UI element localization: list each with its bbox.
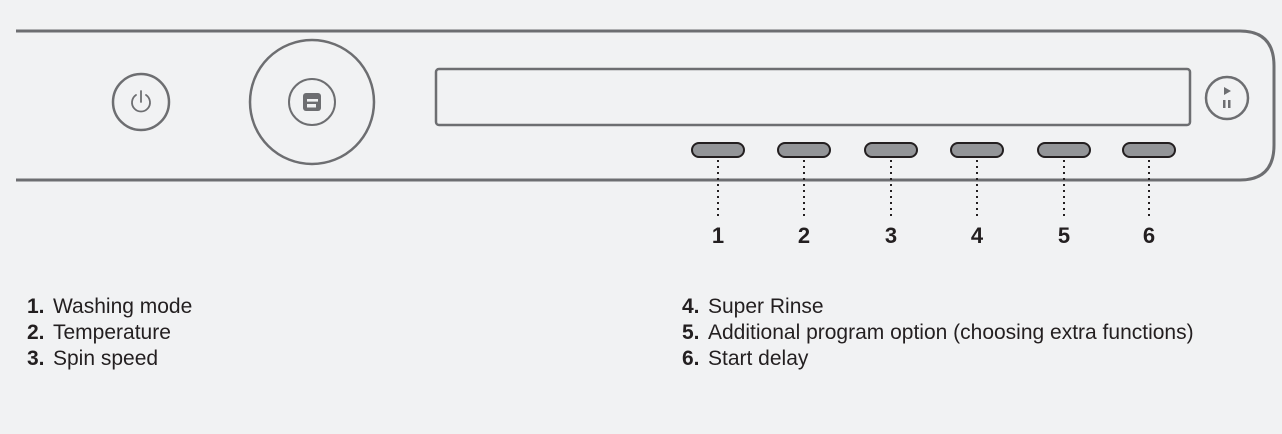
legend-text: Spin speed: [53, 347, 159, 370]
option-number-2: 2: [798, 223, 810, 248]
legend-item: 2. Temperature: [27, 320, 587, 346]
option-number-1: 1: [712, 223, 724, 248]
program-dial[interactable]: [248, 38, 376, 166]
legend-item: 6. Start delay: [682, 346, 1242, 372]
legend-text: Super Rinse: [708, 295, 824, 318]
legend-number: 2.: [27, 321, 45, 344]
option-number-5: 5: [1058, 223, 1070, 248]
legend-right: 4. Super Rinse 5. Additional program opt…: [682, 294, 1242, 372]
option-button-6[interactable]: [1122, 142, 1176, 158]
option-number-6: 6: [1143, 223, 1155, 248]
panel-outline: [16, 29, 1276, 182]
option-button-1[interactable]: [691, 142, 745, 158]
legend-text: Washing mode: [53, 295, 193, 318]
legend-number: 6.: [682, 347, 700, 370]
option-button-4[interactable]: [950, 142, 1004, 158]
play-pause-icon: [1223, 87, 1231, 108]
start-pause-button[interactable]: [1204, 75, 1250, 121]
legend-text: Start delay: [708, 347, 809, 370]
option-number-4: 4: [971, 223, 984, 248]
legend-item: 3. Spin speed: [27, 346, 587, 372]
legend-number: 3.: [27, 347, 45, 370]
legend-item: 4. Super Rinse: [682, 294, 1242, 320]
legend-number: 1.: [27, 295, 45, 318]
power-icon: [131, 90, 151, 113]
legend-number: 5.: [682, 321, 700, 344]
legend-text: Additional program option (choosing extr…: [708, 321, 1194, 344]
power-button[interactable]: [111, 72, 171, 132]
option-button-2[interactable]: [777, 142, 831, 158]
display-window: [434, 67, 1192, 127]
legend-left: 1. Washing mode 2. Temperature 3. Spin s…: [27, 294, 587, 372]
legend-item: 5. Additional program option (choosing e…: [682, 320, 1242, 346]
option-button-5[interactable]: [1037, 142, 1091, 158]
option-number-3: 3: [885, 223, 897, 248]
legend-text: Temperature: [53, 321, 171, 344]
option-button-3[interactable]: [864, 142, 918, 158]
brand-a-icon: [303, 93, 321, 111]
legend-number: 4.: [682, 295, 700, 318]
legend-item: 1. Washing mode: [27, 294, 587, 320]
